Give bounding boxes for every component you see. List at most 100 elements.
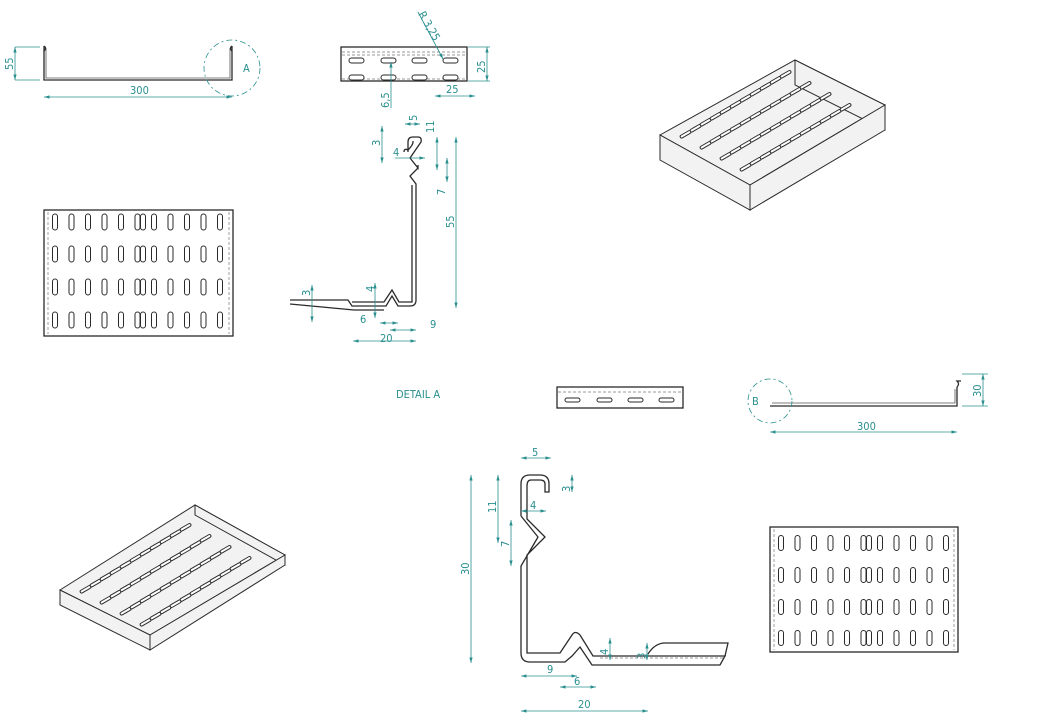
- slot: [68, 278, 75, 296]
- slot: [134, 245, 141, 263]
- slot: [348, 57, 365, 64]
- detail-a-hook-drop: 3: [370, 140, 383, 146]
- slot: [564, 397, 581, 403]
- detail-b-marker: B: [752, 395, 759, 408]
- radius-label: R 3,25: [415, 9, 442, 43]
- slot: [167, 213, 174, 231]
- detail-b-circle: [747, 378, 793, 424]
- slot: [819, 92, 832, 101]
- detail-a-profile: 5 11 3 4 7 55 3 4 6 9 20: [289, 115, 458, 345]
- slot: [910, 630, 916, 646]
- slot: [827, 599, 834, 615]
- slot: [893, 535, 900, 551]
- slot: [799, 81, 812, 90]
- slot: [844, 535, 850, 551]
- slot: [877, 535, 883, 551]
- slot: [893, 599, 900, 615]
- slot: [184, 278, 190, 296]
- section-b-height-label: 30: [971, 384, 984, 397]
- slot: [839, 103, 852, 112]
- slot: [134, 213, 141, 231]
- slot: [943, 535, 949, 551]
- plan-view-b: [769, 526, 959, 653]
- detail-b-flange-step: 3: [635, 653, 648, 659]
- section-a-height-label: 55: [3, 57, 16, 70]
- slot: [877, 630, 883, 646]
- detail-b-flange-width: 20: [578, 698, 591, 711]
- slot: [827, 567, 834, 583]
- detail-b-wall-height: 30: [459, 562, 472, 575]
- slot: [184, 245, 190, 263]
- slot: [217, 245, 223, 263]
- detail-a-bump-width: 6: [360, 313, 366, 326]
- slot: [239, 556, 252, 565]
- slot: [151, 311, 157, 329]
- slot: [627, 397, 644, 403]
- detail-b-corner-offset: 9: [547, 663, 553, 676]
- slot: [658, 397, 675, 403]
- slot: [794, 535, 801, 551]
- slot: [85, 213, 91, 231]
- slot: [926, 567, 933, 583]
- slot: [179, 523, 192, 532]
- slot: [85, 278, 91, 296]
- detail-a-wall-height: 55: [444, 215, 457, 228]
- slot: [943, 630, 949, 646]
- detail-a-flange-step: 3: [300, 290, 313, 296]
- slot: [866, 535, 872, 551]
- slot: [943, 599, 949, 615]
- slot: [68, 245, 75, 263]
- slot: [827, 535, 834, 551]
- slot: [442, 74, 459, 81]
- slot: [219, 545, 232, 554]
- strip-height-label: 25: [475, 60, 488, 73]
- detail-a-bump-height: 4: [364, 286, 377, 292]
- slot: [844, 599, 850, 615]
- slot: [184, 311, 190, 329]
- slot: [877, 567, 883, 583]
- slot: [827, 630, 834, 646]
- detail-b-hook-drop: 3: [560, 486, 573, 492]
- slot: [893, 567, 900, 583]
- slot: [794, 567, 801, 583]
- section-b-width-label: 300: [857, 420, 876, 433]
- slot: [184, 213, 190, 231]
- slot: [134, 278, 141, 296]
- detail-b-hook-height: 11: [486, 500, 499, 513]
- slot: [811, 630, 817, 646]
- slot: [811, 535, 817, 551]
- slot: [860, 630, 867, 646]
- slot: [380, 57, 397, 64]
- detail-a-flange-width: 20: [380, 332, 393, 345]
- slot: [118, 278, 124, 296]
- slot: [140, 213, 146, 231]
- slot: [52, 245, 58, 263]
- slot: [52, 278, 58, 296]
- slot: [101, 278, 108, 296]
- slot: [926, 630, 933, 646]
- slot: [140, 245, 146, 263]
- slot: [118, 311, 124, 329]
- slot: [167, 278, 174, 296]
- slot: [200, 278, 207, 296]
- slot: [200, 213, 207, 231]
- slot: [794, 630, 801, 646]
- slot: [844, 630, 850, 646]
- detail-a-notch-depth: 4: [393, 146, 399, 159]
- slot: [778, 599, 784, 615]
- detail-a-marker: A: [243, 62, 250, 75]
- slot: [866, 630, 872, 646]
- slot: [442, 57, 459, 64]
- detail-b-profile: 5 3 11 4 7 30 4 3 9 6 20: [459, 446, 729, 713]
- slot: [811, 567, 817, 583]
- slot: [52, 213, 58, 231]
- detail-a-title: DETAIL A: [396, 388, 440, 401]
- strip-pitch-label: 25: [446, 83, 459, 96]
- slot: [844, 567, 850, 583]
- slot: [778, 535, 784, 551]
- slot: [68, 311, 75, 329]
- slot: [167, 245, 174, 263]
- detail-a-circle: [203, 39, 261, 97]
- slot: [200, 311, 207, 329]
